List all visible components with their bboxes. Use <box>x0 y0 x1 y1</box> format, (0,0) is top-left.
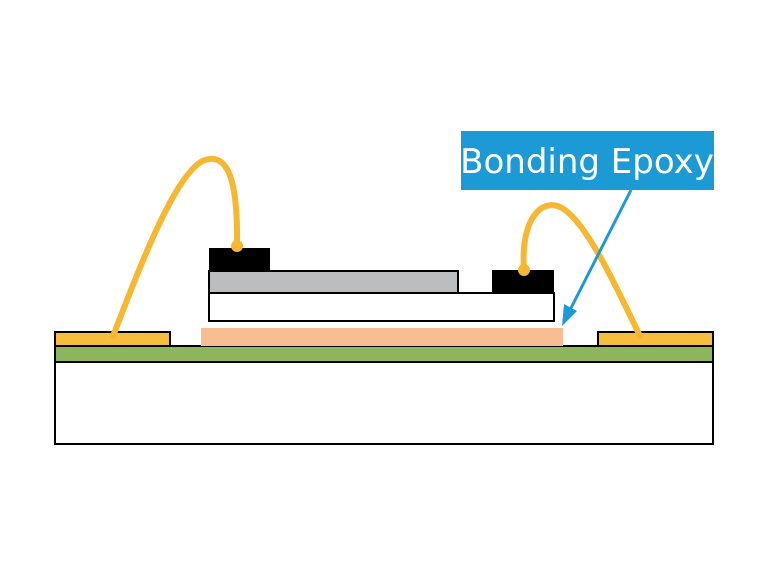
left-bond-ball <box>231 240 243 252</box>
green-layer <box>54 345 714 363</box>
callout-box <box>461 131 714 190</box>
left-black-pad <box>209 248 270 271</box>
die <box>208 292 555 322</box>
right-black-pad <box>492 270 554 293</box>
callout-arrowhead <box>562 304 577 326</box>
right-gold-pad <box>597 331 714 347</box>
gray-layer <box>208 270 459 294</box>
substrate <box>54 361 714 445</box>
left-bond-wire <box>110 155 241 339</box>
callout-label: Bonding Epoxy <box>460 142 714 182</box>
callout-arrow-line <box>569 189 633 309</box>
bonding-epoxy-layer <box>201 328 563 346</box>
right-bond-wire <box>520 202 643 339</box>
right-bond-ball <box>518 264 530 276</box>
